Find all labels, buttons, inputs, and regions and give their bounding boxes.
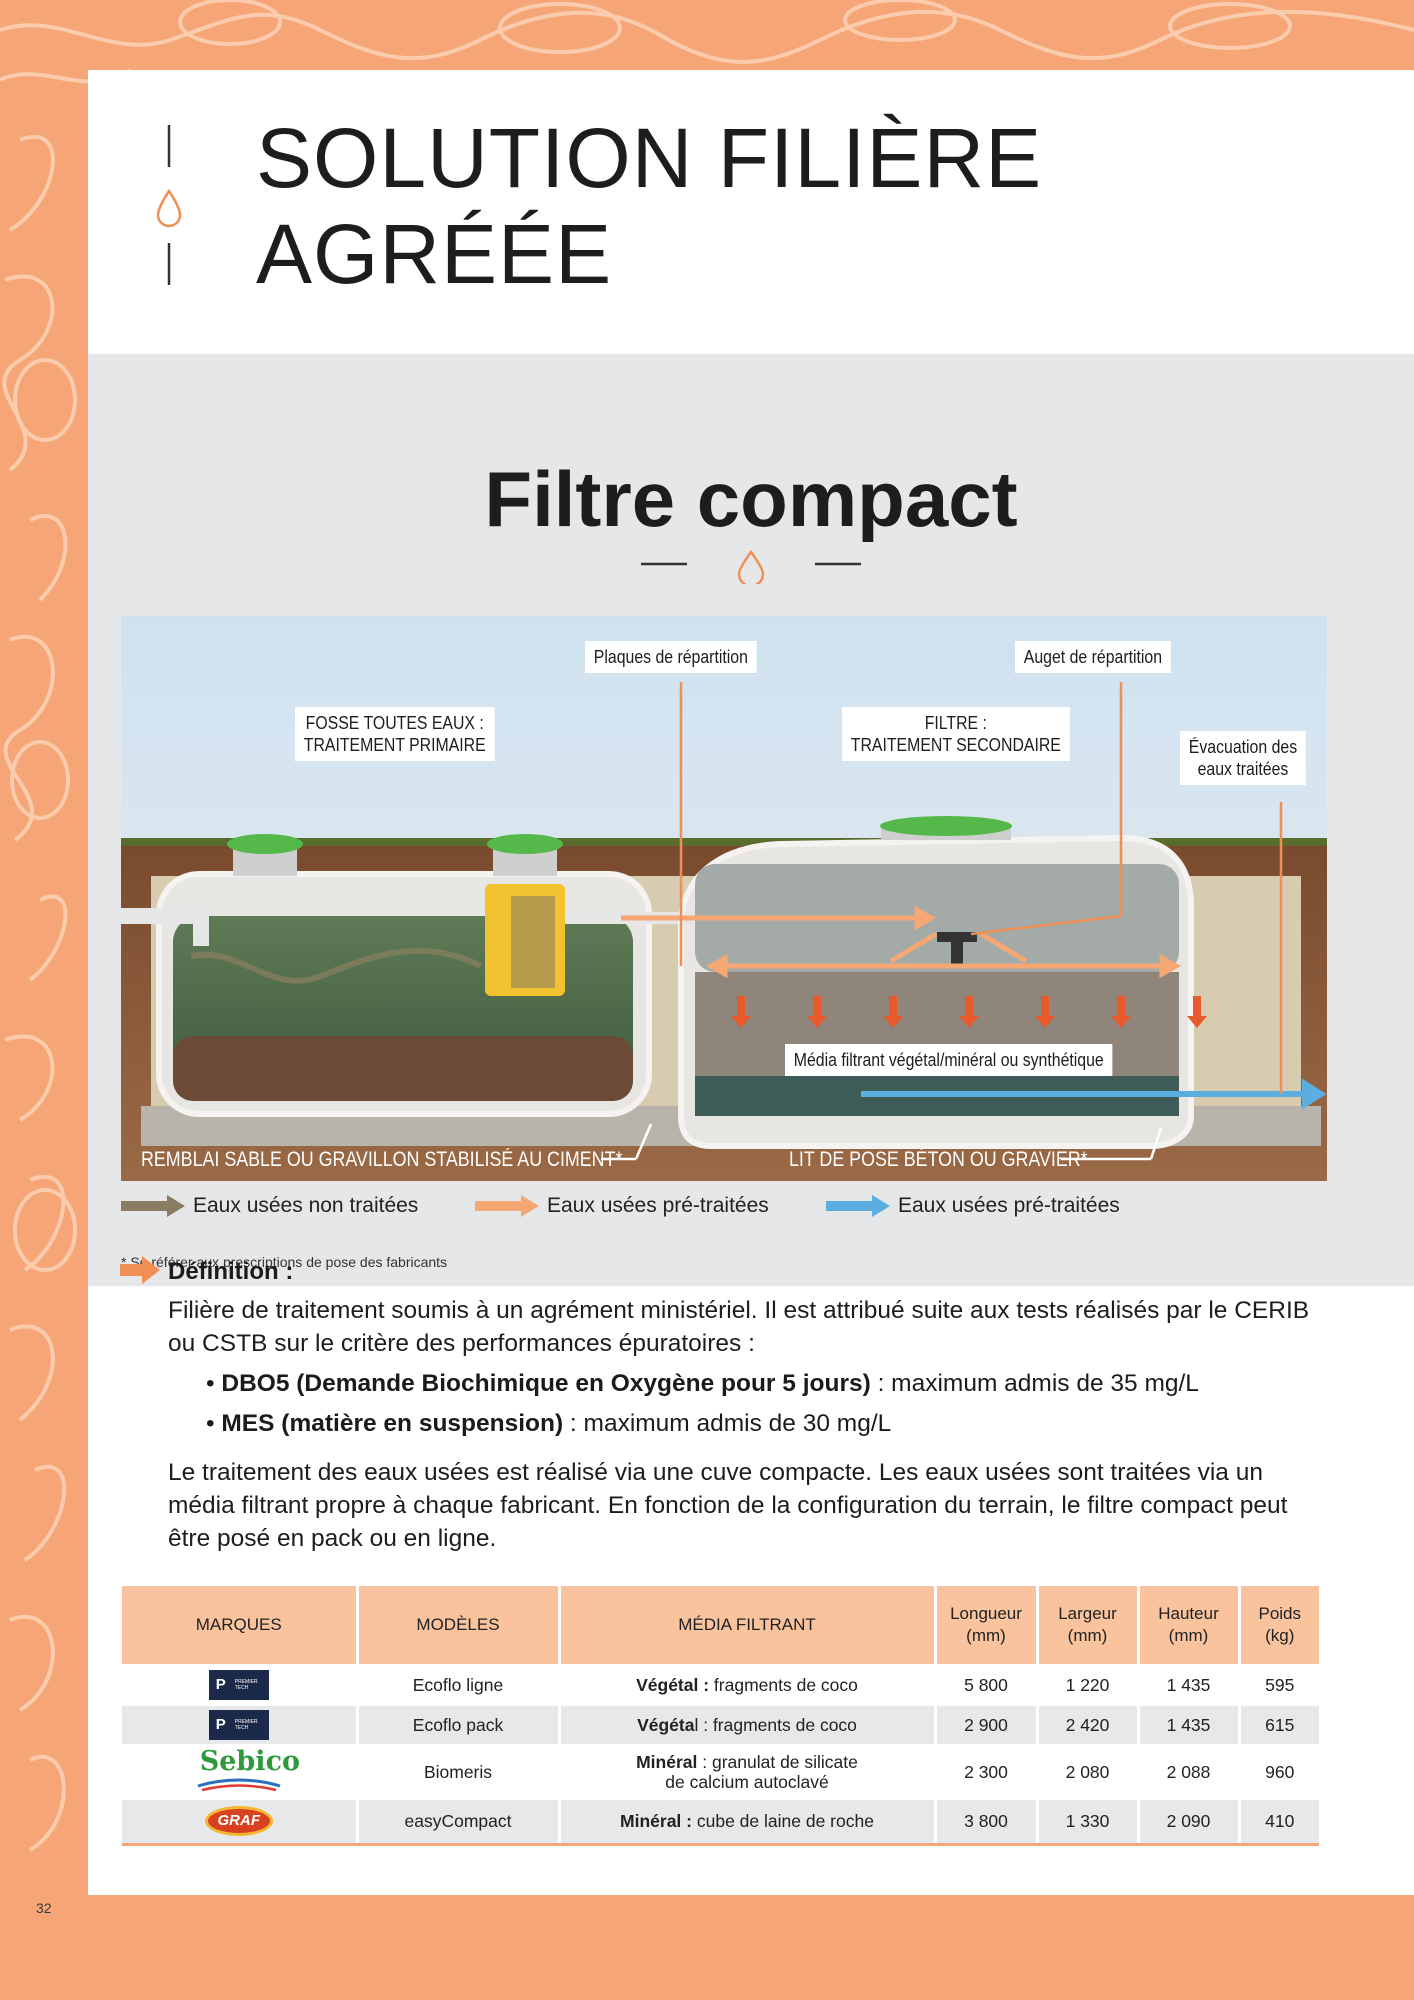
label-evacuation: Évacuation des eaux traitées: [1180, 731, 1306, 785]
footnote: * Se référer aux prescriptions de pose d…: [121, 1254, 448, 1270]
media-type: Végéta: [637, 1715, 695, 1735]
legend-item-pretreated: Eaux usées pré-traitées: [475, 1191, 769, 1221]
largeur-cell: 1 220: [1037, 1664, 1140, 1706]
bullet-text: : maximum admis de 35 mg/L: [870, 1370, 1199, 1397]
longueur-cell: 2 900: [935, 1706, 1039, 1744]
table-header-row: MARQUES MODÈLES MÉDIA FILTRANT Longueur …: [122, 1586, 1319, 1664]
brand-cell: GRAF: [122, 1800, 359, 1846]
legend-item-treated: Eaux usées pré-traitées: [826, 1191, 1120, 1221]
page-number: 32: [36, 1900, 52, 1916]
label-plaques: Plaques de répartition: [585, 641, 757, 673]
longueur-cell: 2 300: [935, 1744, 1039, 1800]
media-cell: Minéral : cube de laine de roche: [559, 1800, 937, 1846]
sebico-wordmark: Sebico: [199, 1746, 301, 1777]
hauteur-cell: 1 435: [1138, 1706, 1241, 1744]
header-poids: Poids (kg): [1239, 1586, 1319, 1664]
media-desc: cube de laine de roche: [692, 1811, 874, 1832]
arrow-icon: [121, 1195, 185, 1217]
model-cell: easyCompact: [357, 1800, 561, 1846]
arrow-icon: [826, 1195, 890, 1217]
largeur-cell: 1 330: [1037, 1800, 1140, 1846]
header-marques: MARQUES: [122, 1586, 359, 1664]
label-fosse: FOSSE TOUTES EAUX : TRAITEMENT PRIMAIRE: [295, 707, 495, 761]
model-cell: Ecoflo pack: [357, 1706, 561, 1744]
table-row: GRAF easyCompact Minéral : cube de laine…: [122, 1800, 1319, 1846]
caption-lit: LIT DE POSE BÉTON OU GRAVIER*: [789, 1148, 1088, 1171]
media-type: Minéral :: [620, 1811, 692, 1832]
media-cell: Végétal : fragments de coco: [559, 1706, 937, 1744]
definition-paragraph-1: Filière de traitement soumis à un agréme…: [168, 1297, 1310, 1357]
label-filtre: FILTRE : TRAITEMENT SECONDAIRE: [842, 707, 1070, 761]
label-media: Média filtrant végétal/minéral ou synthé…: [785, 1044, 1113, 1076]
diagram-section: Filtre compact: [88, 354, 1414, 1286]
media-desc-line2: de calcium autoclavé: [665, 1772, 829, 1792]
brand-cell: Sebico: [122, 1744, 359, 1800]
media-type: Minéral: [636, 1752, 698, 1772]
definition-title: Définition :: [168, 1258, 294, 1285]
longueur-cell: 5 800: [935, 1664, 1039, 1706]
poids-cell: 615: [1239, 1706, 1319, 1744]
page-sheet: SOLUTION FILIÈRE AGRÉÉE Filtre compact: [88, 70, 1414, 1895]
header-modeles: MODÈLES: [357, 1586, 561, 1664]
legend-label: Eaux usées non traitées: [193, 1194, 419, 1217]
media-type: Végétal :: [636, 1675, 710, 1695]
header-largeur: Largeur (mm): [1037, 1586, 1140, 1664]
poids-cell: 595: [1265, 1675, 1295, 1695]
legend-item-untreated: Eaux usées non traitées: [121, 1191, 418, 1221]
hauteur-cell: 1 435: [1138, 1664, 1241, 1706]
graf-logo: GRAF: [204, 1806, 273, 1837]
bullet-item: • MES (matière en suspension) : maximum …: [206, 1410, 892, 1437]
media-desc: fragments de coco: [709, 1675, 858, 1695]
poids-cell: 960: [1265, 1762, 1295, 1782]
poids-cell: 410: [1239, 1800, 1319, 1846]
arrow-right-icon: [120, 1256, 160, 1284]
filter-models-table: MARQUES MODÈLES MÉDIA FILTRANT Longueur …: [122, 1586, 1319, 1846]
definition-paragraph-2: Le traitement des eaux usées est réalisé…: [168, 1459, 1288, 1552]
caption-remblai: REMBLAI SABLE OU GRAVILLON STABILISÉ AU …: [141, 1148, 623, 1171]
media-desc: : granulat de silicate: [697, 1752, 858, 1772]
label-auget: Auget de répartition: [1015, 641, 1171, 673]
sebico-logo: Sebico: [194, 1748, 300, 1792]
longueur-cell: 3 800: [935, 1800, 1039, 1846]
header-longueur: Longueur (mm): [935, 1586, 1039, 1664]
model-cell: Biomeris: [357, 1744, 561, 1800]
header-media: MÉDIA FILTRANT: [559, 1586, 937, 1664]
page-title-line2: AGRÉÉE: [256, 207, 613, 301]
hauteur-cell: 2 090: [1138, 1800, 1241, 1846]
bullet-bold: DBO5 (Demande Biochimique en Oxygène pou…: [221, 1370, 871, 1397]
table-row: Sebico Biomeris Minéral : granulat de si…: [122, 1744, 1319, 1800]
page-title: SOLUTION FILIÈRE AGRÉÉE: [256, 110, 1356, 302]
bullet-bold: MES (matière en suspension): [221, 1410, 564, 1437]
header-hauteur: Hauteur (mm): [1138, 1586, 1241, 1664]
filter-cross-section-diagram: FOSSE TOUTES EAUX : TRAITEMENT PRIMAIRE …: [121, 616, 1327, 1181]
bullet-item: • DBO5 (Demande Biochimique en Oxygène p…: [206, 1370, 1199, 1397]
bullet-text: : maximum admis de 30 mg/L: [563, 1410, 892, 1437]
diagram-illustration: [121, 616, 1327, 1181]
page-title-line1: SOLUTION FILIÈRE: [256, 111, 1043, 205]
legend-label: Eaux usées pré-traitées: [547, 1194, 769, 1217]
water-drop-icon: [156, 125, 182, 285]
legend-label: Eaux usées pré-traitées: [898, 1194, 1120, 1217]
media-desc: l : fragments de coco: [694, 1715, 857, 1735]
media-cell: Végétal : fragments de coco: [559, 1664, 937, 1706]
definition-bullets: • DBO5 (Demande Biochimique en Oxygène p…: [206, 1364, 1306, 1444]
sebico-swoosh: [197, 1778, 281, 1792]
section-title: Filtre compact: [484, 455, 1018, 543]
hauteur-cell: 2 088: [1138, 1744, 1241, 1800]
arrow-icon: [475, 1195, 539, 1217]
water-drop-divider-icon: [641, 550, 861, 584]
diagram-legend: Eaux usées non traitées Eaux usées pré-t…: [121, 1191, 1321, 1221]
largeur-cell: 2 420: [1037, 1706, 1140, 1744]
largeur-cell: 2 080: [1037, 1744, 1140, 1800]
model-cell: Ecoflo ligne: [357, 1664, 561, 1706]
